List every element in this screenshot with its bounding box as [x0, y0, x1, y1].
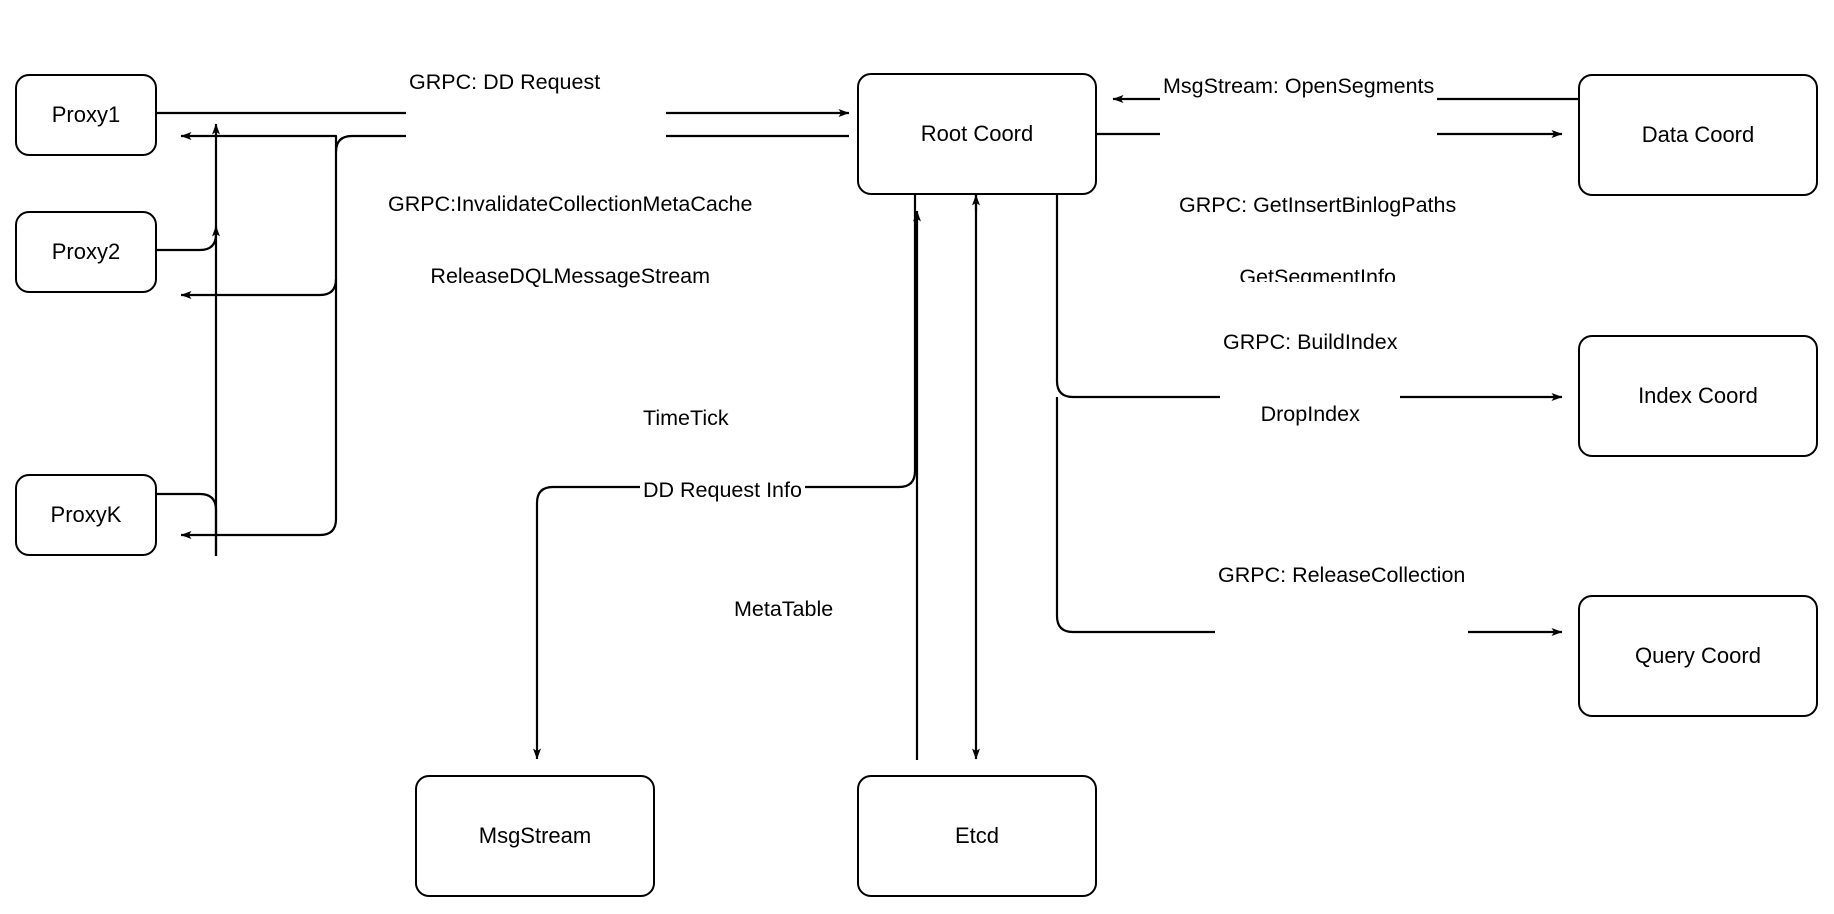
edge-label-line: GRPC:InvalidateCollectionMetaCache: [388, 192, 753, 217]
edge-label-line: ReleaseDQLMessageStream: [430, 264, 711, 289]
edge-label-rootcoord-to-indexcoord: GRPC: BuildIndex DropIndex: [1220, 282, 1401, 475]
edge-proxy2-to-trunk: [157, 225, 220, 252]
node-proxyk-label: ProxyK: [50, 501, 122, 527]
edge-label-line: MsgStream: OpenSegments: [1163, 74, 1435, 99]
edge-rootcoord-to-indexcoord: [1055, 195, 1563, 401]
edge-label-rootcoord-to-etcd: MetaTable: [731, 549, 837, 670]
edge-label-line: GRPC: ReleaseCollection: [1218, 563, 1466, 588]
edge-label-line: MetaTable: [734, 597, 834, 622]
edge-label-line: DropIndex: [1260, 402, 1360, 427]
edge-label-line: DD Request Info: [643, 478, 802, 503]
node-root-coord[interactable]: Root Coord: [857, 73, 1097, 195]
node-proxy1[interactable]: Proxy1: [15, 74, 157, 156]
node-index-coord-label: Index Coord: [1638, 382, 1758, 408]
node-proxyk[interactable]: ProxyK: [15, 474, 157, 556]
edge-label-rootcoord-to-msgstream: TimeTick DD Request Info: [640, 358, 805, 551]
edge-label-line: GRPC: DD Request: [409, 70, 601, 95]
node-index-coord[interactable]: Index Coord: [1578, 335, 1818, 457]
edge-proxyk-to-trunk: [157, 492, 218, 556]
edge-rootcoord-to-querycoord: [1055, 397, 1563, 636]
edge-label-rootcoord-to-proxy: GRPC:InvalidateCollectionMetaCache Relea…: [385, 144, 756, 337]
edge-returnbus-to-proxy2: [180, 278, 338, 299]
node-proxy1-label: Proxy1: [51, 101, 121, 127]
node-proxy2-label: Proxy2: [51, 238, 121, 264]
edge-label-line: TimeTick: [643, 406, 729, 431]
node-etcd[interactable]: Etcd: [857, 775, 1097, 897]
edge-label-line: GRPC: GetInsertBinlogPaths: [1179, 193, 1457, 218]
node-data-coord-label: Data Coord: [1641, 121, 1755, 147]
edge-label-rootcoord-to-querycoord: GRPC: ReleaseCollection: [1215, 515, 1469, 636]
node-query-coord-label: Query Coord: [1635, 642, 1761, 668]
edge-returnbus-to-proxy1: [180, 132, 338, 152]
edge-rootcoord-to-returnbus: [180, 134, 849, 539]
node-query-coord[interactable]: Query Coord: [1578, 595, 1818, 717]
node-msgstream[interactable]: MsgStream: [415, 775, 655, 897]
node-root-coord-label: Root Coord: [920, 120, 1034, 146]
node-proxy2[interactable]: Proxy2: [15, 211, 157, 293]
node-etcd-label: Etcd: [954, 822, 1000, 848]
edge-label-line: GRPC: BuildIndex: [1223, 330, 1398, 355]
node-msgstream-label: MsgStream: [478, 822, 592, 848]
node-data-coord[interactable]: Data Coord: [1578, 74, 1818, 196]
